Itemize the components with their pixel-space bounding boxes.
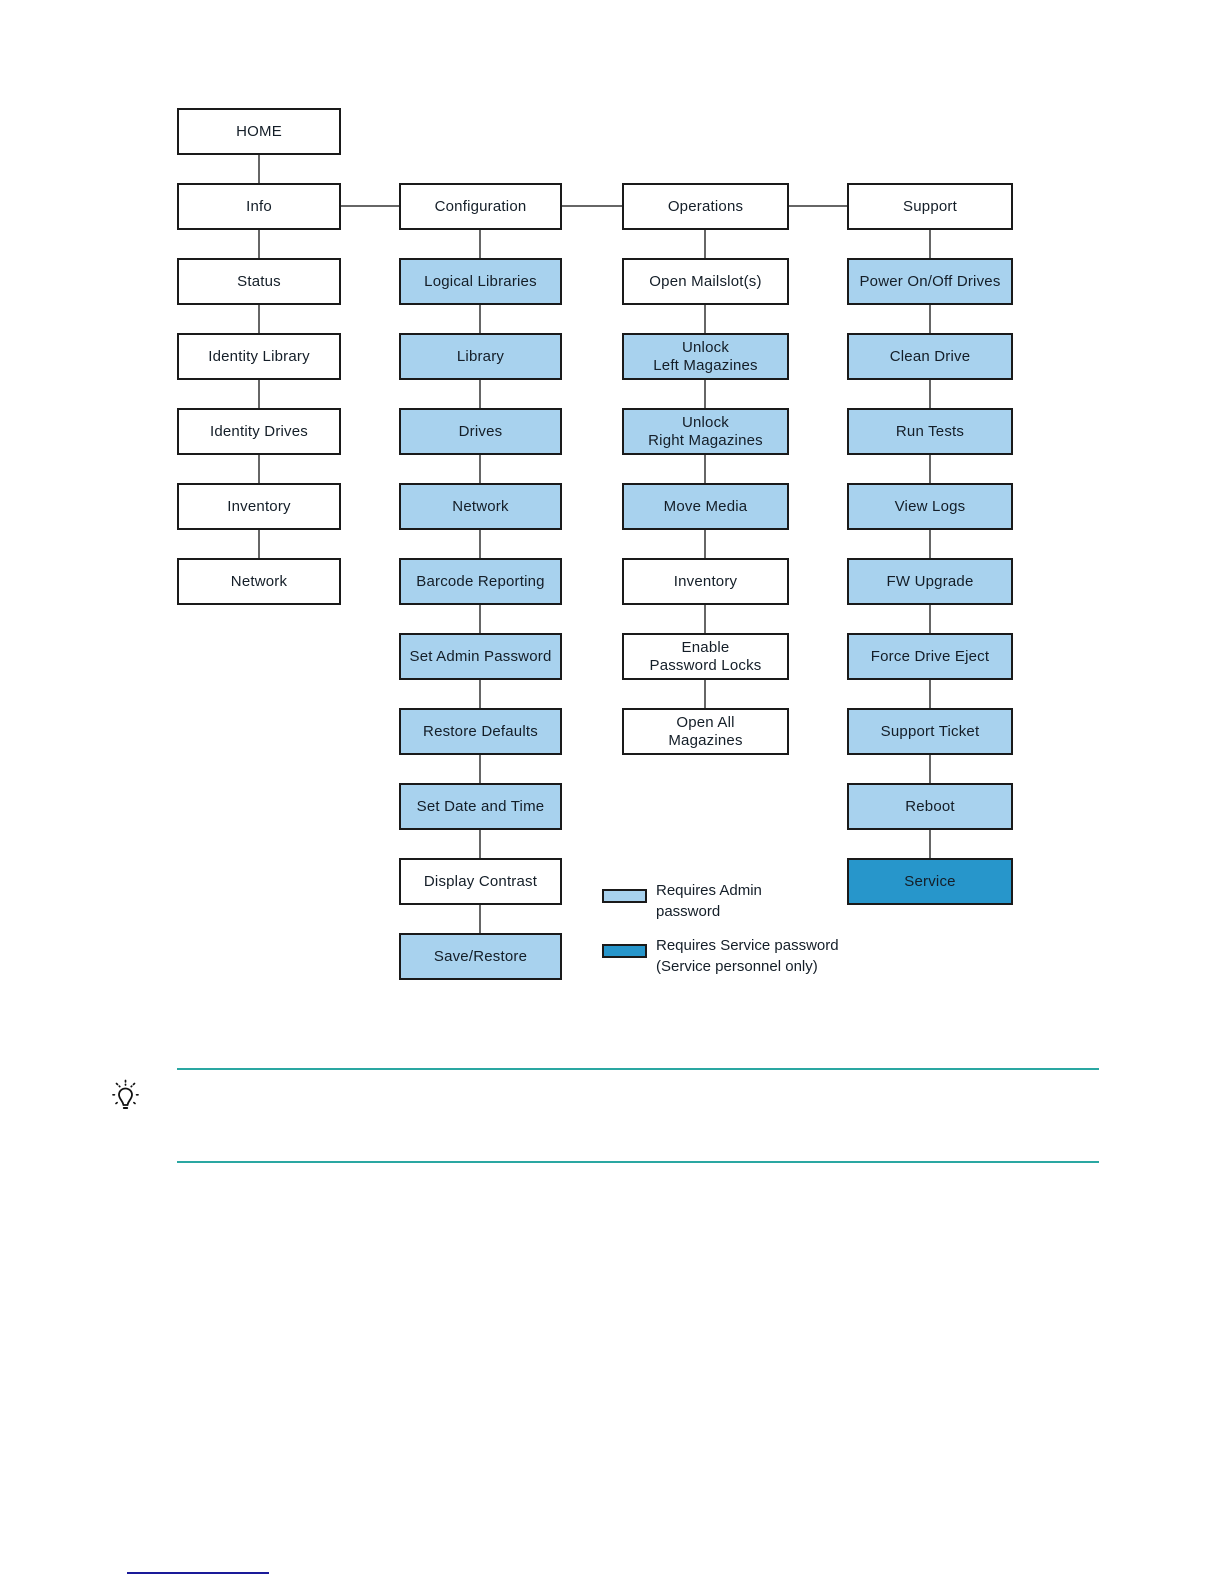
tip-lightbulb-icon: [112, 1079, 139, 1109]
menu-box-support-ticket: Support Ticket: [847, 708, 1013, 755]
menu-box-status: Status: [177, 258, 341, 305]
menu-box-unlock-right-magazines: Unlock Right Magazines: [622, 408, 789, 455]
menu-box-view-logs: View Logs: [847, 483, 1013, 530]
menu-box-open-mailslots: Open Mailslot(s): [622, 258, 789, 305]
menu-box-identity-drives: Identity Drives: [177, 408, 341, 455]
legend-label-service: Requires Service password (Service perso…: [656, 937, 839, 975]
menu-box-service: Service: [847, 858, 1013, 905]
menu-box-move-media: Move Media: [622, 483, 789, 530]
menu-box-force-drive-eject: Force Drive Eject: [847, 633, 1013, 680]
menu-box-run-tests: Run Tests: [847, 408, 1013, 455]
menu-box-network-info: Network: [177, 558, 341, 605]
menu-box-fw-upgrade: FW Upgrade: [847, 558, 1013, 605]
footer-rule: [127, 1572, 269, 1574]
tip-divider-bottom: [177, 1161, 1099, 1163]
tip-divider-top: [177, 1068, 1099, 1070]
menu-box-info: Info: [177, 183, 341, 230]
menu-box-open-all-magazines: Open All Magazines: [622, 708, 789, 755]
menu-box-set-admin-password: Set Admin Password: [399, 633, 562, 680]
menu-box-clean-drive: Clean Drive: [847, 333, 1013, 380]
legend-swatch-admin: [602, 889, 647, 903]
menu-box-power-on-off-drives: Power On/Off Drives: [847, 258, 1013, 305]
menu-box-support: Support: [847, 183, 1013, 230]
menu-box-library: Library: [399, 333, 562, 380]
menu-box-inventory-info: Inventory: [177, 483, 341, 530]
menu-box-drives: Drives: [399, 408, 562, 455]
menu-box-reboot: Reboot: [847, 783, 1013, 830]
menu-box-restore-defaults: Restore Defaults: [399, 708, 562, 755]
menu-box-configuration: Configuration: [399, 183, 562, 230]
menu-box-unlock-left-magazines: Unlock Left Magazines: [622, 333, 789, 380]
legend-label-admin: Requires Admin password: [656, 882, 762, 920]
menu-box-identity-library: Identity Library: [177, 333, 341, 380]
menu-box-set-date-and-time: Set Date and Time: [399, 783, 562, 830]
menu-box-operations: Operations: [622, 183, 789, 230]
menu-box-inventory-operations: Inventory: [622, 558, 789, 605]
menu-box-barcode-reporting: Barcode Reporting: [399, 558, 562, 605]
menu-box-save-restore: Save/Restore: [399, 933, 562, 980]
menu-box-logical-libraries: Logical Libraries: [399, 258, 562, 305]
menu-box-display-contrast: Display Contrast: [399, 858, 562, 905]
menu-box-enable-password-locks: Enable Password Locks: [622, 633, 789, 680]
legend-swatch-service: [602, 944, 647, 958]
menu-box-network-config: Network: [399, 483, 562, 530]
menu-box-home: HOME: [177, 108, 341, 155]
